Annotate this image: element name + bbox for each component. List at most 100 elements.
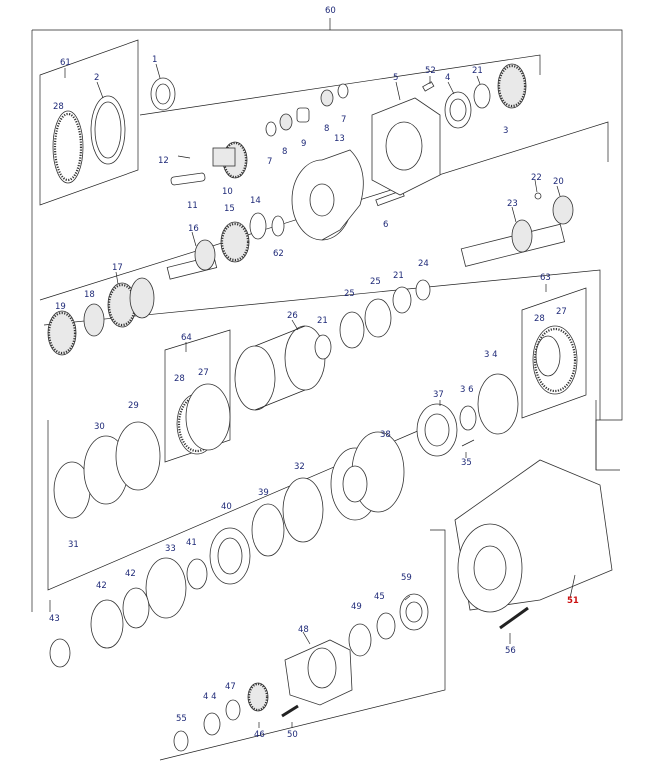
label-21c: 21 <box>393 271 404 281</box>
label-37: 37 <box>433 390 444 400</box>
label-43: 43 <box>49 614 60 624</box>
label-35: 35 <box>461 458 472 468</box>
bolt-56 <box>499 606 529 644</box>
label-47: 47 <box>225 682 236 692</box>
gears-17-18-19 <box>47 277 155 356</box>
label-50: 50 <box>287 730 298 740</box>
gear-3 <box>497 63 527 109</box>
label-8b: 8 <box>324 124 329 134</box>
kit-61-box <box>39 39 139 206</box>
kit-64-box <box>164 329 231 463</box>
label-29: 29 <box>128 401 139 411</box>
label-38: 38 <box>380 430 391 440</box>
label-22: 22 <box>531 173 542 183</box>
label-33: 33 <box>165 544 176 554</box>
label-40: 40 <box>221 502 232 512</box>
rings-29-30-31 <box>53 421 161 519</box>
label-42: 42 <box>125 569 136 579</box>
label-10: 10 <box>222 187 233 197</box>
leader-lines <box>64 63 561 728</box>
rings-21-25-24 <box>314 279 431 360</box>
label-48: 48 <box>298 625 309 635</box>
label-56: 56 <box>505 646 516 656</box>
label-49: 49 <box>351 602 362 612</box>
part-labels: 60 61 2 28 1 52 5 4 21 3 7 8 9 8 7 13 12… <box>49 6 579 740</box>
label-64: 64 <box>181 333 192 343</box>
label-46: 46 <box>254 730 265 740</box>
gear-15 <box>220 221 250 263</box>
label-2: 2 <box>94 73 99 83</box>
label-42b: 42 <box>96 581 107 591</box>
label-34: 3 4 <box>484 350 498 360</box>
label-20: 20 <box>553 177 564 187</box>
label-7b: 7 <box>341 115 346 125</box>
label-11: 11 <box>187 201 198 211</box>
label-32: 32 <box>294 462 305 472</box>
yoke-48 <box>284 639 353 706</box>
shaft-23 <box>460 219 566 267</box>
label-52: 52 <box>425 66 436 76</box>
label-18: 18 <box>84 290 95 300</box>
piston-38 <box>330 431 405 521</box>
shaft-16 <box>166 239 218 280</box>
label-25b: 25 <box>370 277 381 287</box>
bearing-37 <box>416 403 458 457</box>
kit-63-box <box>521 287 587 419</box>
label-63: 63 <box>540 273 551 283</box>
label-7: 7 <box>267 157 272 167</box>
label-1: 1 <box>152 55 157 65</box>
label-26: 26 <box>287 311 298 321</box>
label-28c: 28 <box>174 374 185 384</box>
pin-52 <box>422 81 435 92</box>
seal-59-rings-45-49 <box>348 593 429 657</box>
ring-21a <box>473 83 491 109</box>
label-6: 6 <box>383 220 388 230</box>
label-8: 8 <box>282 147 287 157</box>
label-4: 4 <box>445 73 450 83</box>
label-59: 59 <box>401 573 412 583</box>
bearing-4 <box>444 91 472 129</box>
label-27: 27 <box>556 307 567 317</box>
label-13: 13 <box>334 134 345 144</box>
label-15: 15 <box>224 204 235 214</box>
label-60: 60 <box>325 6 336 16</box>
bearing-20-22 <box>534 192 574 225</box>
label-41: 41 <box>186 538 197 548</box>
label-24: 24 <box>418 259 429 269</box>
planet-carrier-13 <box>291 149 364 241</box>
label-51: 51 <box>567 596 579 606</box>
label-36: 3 6 <box>460 385 474 395</box>
gear-10 <box>212 141 248 179</box>
label-21: 21 <box>472 66 483 76</box>
washer-14-62 <box>249 212 285 240</box>
label-62: 62 <box>273 249 284 259</box>
label-21b: 21 <box>317 316 328 326</box>
label-30: 30 <box>94 422 105 432</box>
label-61: 61 <box>60 58 71 68</box>
label-25: 25 <box>344 289 355 299</box>
label-28: 28 <box>53 102 64 112</box>
label-31: 31 <box>68 540 79 550</box>
rings-36-34-35 <box>459 373 519 447</box>
gear-housing-51 <box>454 459 613 613</box>
label-23: 23 <box>507 199 518 209</box>
bolt-50 <box>281 704 299 718</box>
label-12: 12 <box>158 156 169 166</box>
label-45: 45 <box>374 592 385 602</box>
seals-32-39 <box>251 477 324 557</box>
housing-5 <box>371 97 441 196</box>
label-19: 19 <box>55 302 66 312</box>
label-27b: 27 <box>198 368 209 378</box>
label-5: 5 <box>393 73 398 83</box>
label-3: 3 <box>503 126 508 136</box>
label-28b: 28 <box>534 314 545 324</box>
bearing-40 <box>209 527 251 585</box>
drum-26 <box>234 325 326 411</box>
label-17: 17 <box>112 263 123 273</box>
bearing-1 <box>150 77 176 111</box>
label-44: 4 4 <box>203 692 217 702</box>
label-39: 39 <box>258 488 269 498</box>
label-16: 16 <box>188 224 199 234</box>
label-55: 55 <box>176 714 187 724</box>
